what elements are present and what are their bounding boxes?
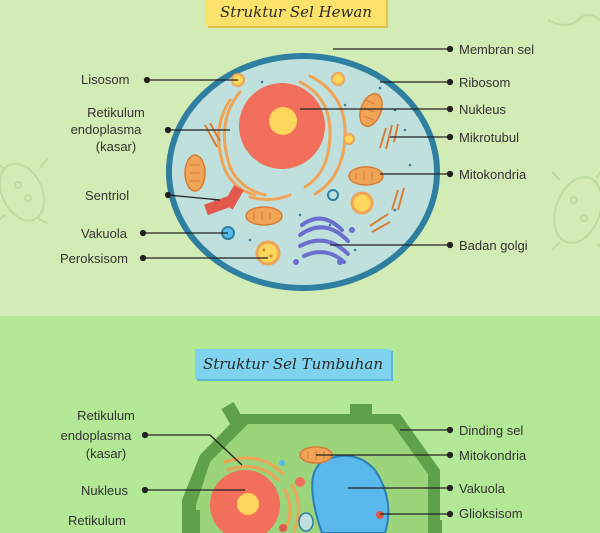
animal-leader-lines <box>139 45 454 262</box>
plant-label-vakuola: Vakuola <box>459 481 506 496</box>
label-badan-golgi: Badan golgi <box>459 238 528 253</box>
label-membran-sel: Membran sel <box>459 42 535 57</box>
label-retikulum-line1: Retikulum <box>87 105 145 120</box>
rough-er <box>217 74 347 202</box>
ribosome <box>331 72 345 86</box>
plant-label-glioksisom: Glioksisom <box>459 506 523 521</box>
plant-label-retikulum-bottom: Retikulum <box>68 513 126 528</box>
label-mikrotubul: Mikrotubul <box>459 130 519 145</box>
plant-cell <box>182 401 442 533</box>
animal-cell <box>166 53 440 291</box>
plant-label-dinding-sel: Dinding sel <box>459 423 524 438</box>
label-mitokondria: Mitokondria <box>459 167 527 182</box>
peroxisome <box>255 240 281 266</box>
plant-leader-lines <box>141 426 454 518</box>
label-retikulum-line3: (kasar) <box>95 139 137 154</box>
plant-nucleolus <box>237 493 259 515</box>
microtubules <box>204 122 405 233</box>
label-vakuola: Vakuola <box>81 226 128 241</box>
plant-label-retikulum-line2: endoplasma <box>60 428 132 443</box>
plant-vacuole <box>311 454 390 533</box>
label-retikulum-line2: endoplasma <box>70 122 142 137</box>
plant-cell-title: Struktur Sel Tumbuhan <box>195 349 391 379</box>
label-peroksisom: Peroksisom <box>60 251 128 266</box>
plant-label-nukleus: Nukleus <box>81 483 128 498</box>
centriole <box>204 184 244 216</box>
label-ribosom: Ribosom <box>459 75 511 90</box>
label-nukleus: Nukleus <box>459 102 506 117</box>
animal-cell-title: Struktur Sel Hewan <box>206 0 386 26</box>
decorative-bacteria-left <box>0 157 49 225</box>
label-lisosom: Lisosom <box>81 72 130 87</box>
decorative-bacteria-right <box>547 14 600 251</box>
label-sentriol: Sentriol <box>85 188 130 203</box>
plant-label-retikulum-line3: (kasar) <box>85 446 127 461</box>
plant-label-retikulum-line1: Retikulum <box>77 408 135 423</box>
plant-label-mitokondria: Mitokondria <box>459 448 527 463</box>
animal-nucleolus <box>269 107 297 135</box>
